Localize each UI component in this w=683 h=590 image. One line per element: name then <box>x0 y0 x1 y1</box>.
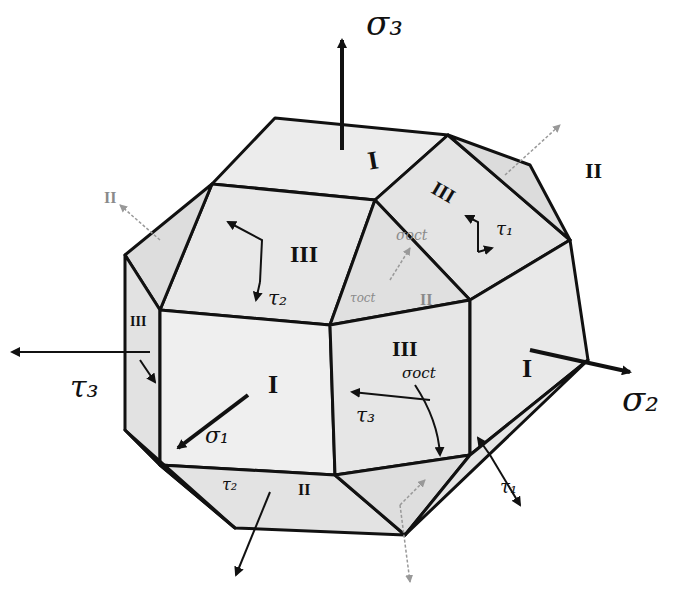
face-number: II <box>420 292 432 308</box>
face-number: III <box>290 242 318 266</box>
face-number: II <box>104 190 116 206</box>
stress-label: τ₁ <box>500 478 517 496</box>
stress-label: τoct <box>350 292 375 304</box>
stress-label: σ₃ <box>366 6 403 40</box>
stress-label: τ₃ <box>356 405 375 425</box>
face-number: III <box>130 315 146 329</box>
stress-label: τ₂ <box>268 288 287 308</box>
stress-label: τ₁ <box>496 220 513 238</box>
face-number: I <box>268 372 278 398</box>
stress-label: τ₂ <box>222 477 237 493</box>
face-number: II <box>298 482 310 498</box>
stress-label: σoct <box>396 228 427 242</box>
stress-label: σoct <box>402 366 436 381</box>
face-number: II <box>585 160 602 182</box>
stress-label: τ₃ <box>70 372 99 402</box>
stress-label: σ₂ <box>622 382 659 416</box>
face-number: III <box>392 338 418 360</box>
stress-label: σ₁ <box>205 425 229 447</box>
face-number: I <box>522 356 532 382</box>
